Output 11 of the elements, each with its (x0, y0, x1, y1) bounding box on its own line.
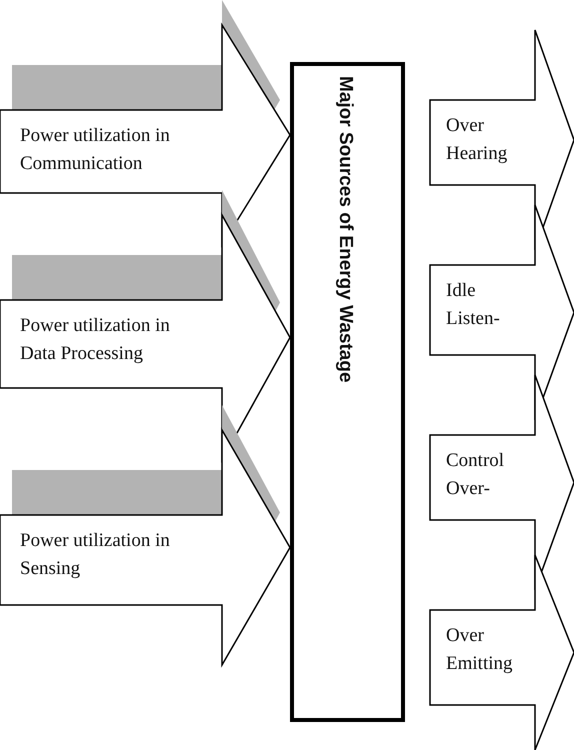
arrow-label: Over Emitting (446, 624, 514, 676)
box-title: Major Sources of Energy Wastage (334, 76, 356, 383)
arrow-label: Idle Listen- (446, 279, 501, 331)
arrow-label: Over Hearing (446, 114, 508, 166)
source-box (290, 62, 405, 722)
arrow-label: Power utilization in Communication (20, 124, 171, 176)
arrow-label: Power utilization in Data Processing (20, 314, 171, 366)
arrow-label: Power utilization in Sensing (20, 529, 171, 581)
block-arrow-shape (0, 405, 290, 665)
arrow-label: Control Over- (446, 449, 506, 501)
block-arrow-shape (430, 555, 574, 750)
